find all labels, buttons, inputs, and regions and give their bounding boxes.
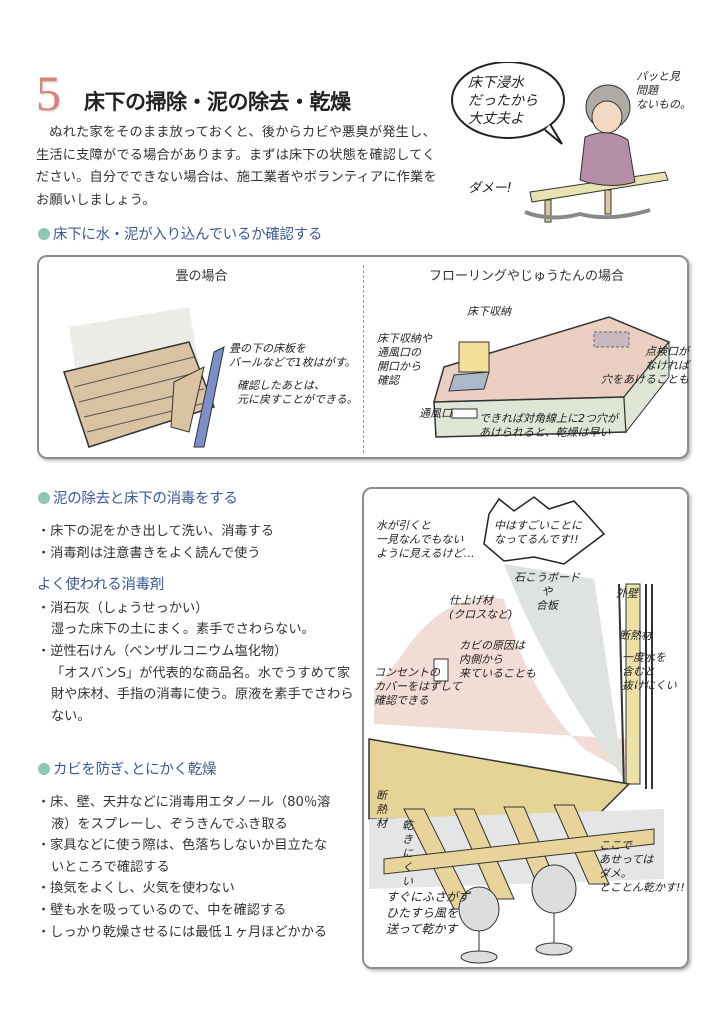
heading-text: カビを防ぎ､とにかく乾燥 bbox=[53, 762, 217, 778]
mold-note: カビの原因は 内側から 来ていることも bbox=[459, 639, 536, 680]
bullet-dot-icon bbox=[38, 492, 50, 504]
intro-text: ぬれた家をそのまま放っておくと、後からカビや悪臭が発生し、生活に支障がでる場合が… bbox=[36, 125, 437, 208]
grandma-illustration bbox=[451, 61, 669, 223]
insulation-label: 断熱材 bbox=[619, 629, 652, 642]
intro-paragraph: ぬれた家をそのまま放っておくと、後からカビや悪臭が発生し、生活に支障がでる場合が… bbox=[36, 122, 446, 212]
thought-text: パッと見 問題 ないもの。 bbox=[636, 70, 691, 111]
exterior-label: 外壁 bbox=[616, 587, 638, 600]
disinfectant-desc: 「オスバンS」が代表的な商品名。水でうすめて家財や床材、手指の消毒に使う。原液を… bbox=[51, 665, 354, 724]
page-title: 床下の掃除・泥の除去・乾燥 bbox=[84, 89, 351, 114]
insulation-note: 一度水を 含むと 抜けにくい bbox=[622, 651, 677, 692]
storage-label: 床下収納 bbox=[467, 305, 511, 318]
list-item: ・しっかり乾燥させるには最低１ヶ月ほどかかる bbox=[37, 924, 328, 940]
floor-insulation-label: 断 熱 材 bbox=[376, 789, 387, 830]
tatami-note-1: 畳の下の床板を バールなどで1枚はがす。 bbox=[229, 342, 356, 369]
top-illustration: 床下浸水 だったから 大丈夫よ パッと見 問題 ないもの。 ダメー! bbox=[450, 61, 700, 227]
dry-list: ・床、壁、天井などに消毒用エタノール（80％溶液）をスプレーし、ぞうきんでふき取… bbox=[37, 792, 337, 943]
shout-text: ダメー! bbox=[468, 181, 512, 196]
tatami-illustration bbox=[63, 307, 225, 448]
list-item: ・消毒剤は注意書きをよく読んで使う bbox=[37, 545, 261, 561]
check-methods-box: 畳の場合 フローリングやじゅうたんの場合 畳の下の床板を バールなどで1枚はがす… bbox=[37, 255, 689, 459]
flooring-caption: フローリングやじゅうたんの場合 bbox=[428, 269, 624, 284]
board-label: 石こうボード や 合板 bbox=[514, 571, 580, 612]
list-item: ・床下の泥をかき出して洗い、消毒する bbox=[37, 524, 274, 539]
wall-floor-illustration-box: 水が引くと 一見なんでもない ように見えるけど… 中はすごいことに なってるんで… bbox=[362, 487, 689, 969]
bullet-dot-icon bbox=[38, 228, 50, 240]
bullet-dot-icon bbox=[38, 763, 50, 775]
list-item: ・床、壁、天井などに消毒用エタノール（80％溶液）をスプレーし、ぞうきんでふき取… bbox=[37, 795, 331, 832]
note-water-recedes: 水が引くと 一見なんでもない ように見えるけど… bbox=[376, 519, 475, 560]
tatami-note-2: 確認したあとは、 元に戻すことができる。 bbox=[237, 379, 358, 406]
divider bbox=[363, 265, 364, 453]
flooring-illustration bbox=[432, 316, 671, 438]
finish-label: 仕上げ材 (クロスなど) bbox=[449, 594, 513, 621]
heading-text: 床下に水・泥が入り込んでいるか確認する bbox=[53, 227, 323, 243]
fan-note: すぐにふさがず ひたすら風を 送って乾かす bbox=[386, 890, 471, 936]
list-item: ・家具などに使う際は、色落ちしないか目立たないところで確認する bbox=[37, 838, 328, 875]
hard-to-dry-label: 乾 き に く い bbox=[402, 819, 413, 888]
vent-label: 通風口 bbox=[419, 407, 452, 420]
disinfectant-name: ・消石灰（しょうせっかい） bbox=[37, 600, 209, 616]
heading-text: 泥の除去と床下の消毒をする bbox=[53, 491, 238, 507]
rush-note: ここで あせっては ダメ。 とことん乾かす!! bbox=[599, 839, 685, 894]
outlet-note: コンセントの カバーをはずして 確認できる bbox=[374, 666, 462, 707]
wall-floor-illustration bbox=[368, 496, 664, 964]
section-heading-check: 床下に水・泥が入り込んでいるか確認する bbox=[38, 223, 322, 244]
tatami-caption: 畳の場合 bbox=[175, 269, 228, 284]
section-number: 5 bbox=[36, 65, 61, 121]
storage-vent-note: 床下収納や 通風口の 開口から 確認 bbox=[377, 332, 432, 387]
speech-bubble-text: 床下浸水 だったから 大丈夫よ bbox=[468, 75, 538, 127]
section-heading-dry: カビを防ぎ､とにかく乾燥 bbox=[38, 758, 216, 779]
list-item: ・換気をよくし、火気を使わない bbox=[37, 881, 235, 897]
list-item: ・壁も水を吸っているので、中を確認する bbox=[37, 902, 287, 918]
diagonal-note: できれば対角線上に2つ穴が あけられると、乾燥は早い bbox=[479, 412, 618, 439]
bubble-text: 中はすごいことに なってるんです!! bbox=[494, 519, 582, 546]
disinfectant-desc: 湿った床下の土にまく。素手でさわらない。 bbox=[51, 622, 315, 638]
hatch-note: 点検口が なければ 穴をあけることも bbox=[601, 345, 689, 386]
disinfectant-name: ・逆性石けん（ベンザルコニウム塩化物） bbox=[37, 643, 288, 659]
disinfectant-subheading: よく使われる消毒剤 bbox=[37, 577, 165, 594]
section-heading-disinfect: 泥の除去と床下の消毒をする bbox=[38, 487, 238, 508]
disinfect-list: ・床下の泥をかき出して洗い、消毒する ・消毒剤は注意書きをよく読んで使う よく使… bbox=[37, 521, 357, 727]
